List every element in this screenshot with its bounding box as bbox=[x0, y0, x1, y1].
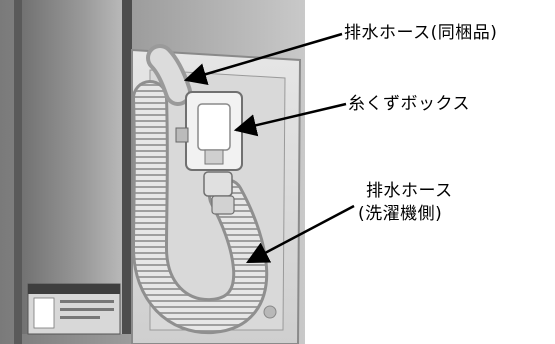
label-drain-hose-included: 排水ホース(同梱品) bbox=[344, 23, 498, 43]
arrow-drain-hose-washer bbox=[246, 204, 355, 264]
label-drain-hose-washer-side-note: (洗濯機側) bbox=[358, 204, 443, 224]
washer-cabinet-side bbox=[18, 0, 128, 334]
label-drain-hose-washer: 排水ホース bbox=[366, 181, 453, 201]
pan-drain-hole bbox=[263, 305, 277, 319]
label-lint-box: 糸くずボックス bbox=[348, 94, 470, 114]
arrow-drain-hose-included bbox=[183, 32, 343, 86]
arrow-lint-box bbox=[233, 102, 347, 137]
